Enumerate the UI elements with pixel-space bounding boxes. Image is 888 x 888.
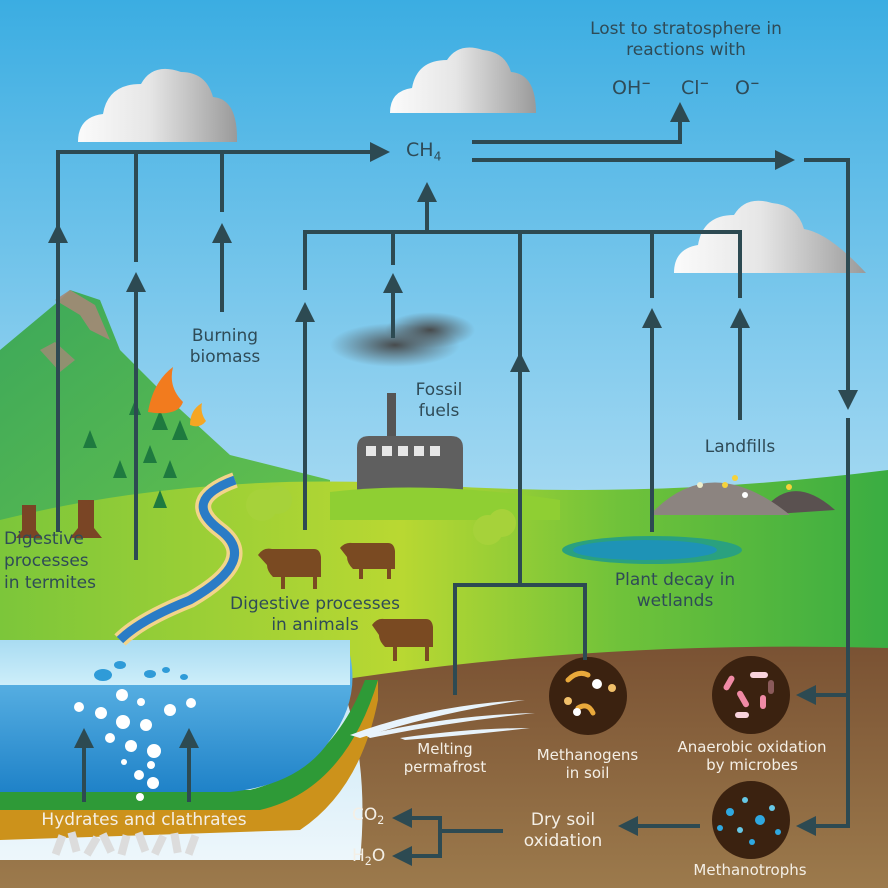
stratosphere-line1: Lost to stratosphere in: [590, 19, 782, 39]
stratosphere-line2: reactions with: [626, 39, 746, 60]
ion-cl: Cl−: [681, 76, 710, 99]
bushes: [246, 486, 516, 545]
flow-arrows: [48, 102, 858, 866]
hydrates-label: Hydrates and clathrates: [41, 810, 247, 830]
hydrate-crystals: [51, 831, 200, 857]
anaerobic-microbes-circle: [712, 656, 790, 734]
co2-label: CO2: [352, 805, 385, 827]
landfill: [650, 475, 835, 515]
fire: [148, 367, 206, 427]
methane-bubbles: [74, 689, 196, 801]
factory: [330, 312, 475, 492]
cloud-center: [390, 47, 536, 113]
methanotrophs-circle: [712, 781, 790, 859]
trees: [83, 400, 188, 508]
permafrost: [350, 700, 535, 740]
cows: [258, 542, 433, 661]
h2o-label: H2O: [352, 846, 386, 868]
cloud-left: [78, 68, 238, 142]
surface-bubbles: [94, 661, 188, 681]
ion-o: O−: [735, 76, 760, 99]
tree-stumps: [16, 500, 102, 538]
cloud-right: [674, 200, 866, 273]
methanogens-circle: [549, 657, 627, 735]
methane-label: CH4: [406, 139, 442, 164]
arrow-left-to-ch4: [56, 142, 390, 240]
arrow-to-stratosphere: [472, 102, 690, 144]
landfills-label: Landfills: [704, 437, 776, 457]
stratosphere-label: Lost to stratosphere in reactions with: [560, 19, 812, 60]
methanotrophs-label: Methanotrophs: [693, 861, 807, 879]
ion-oh: OH−: [612, 76, 651, 99]
